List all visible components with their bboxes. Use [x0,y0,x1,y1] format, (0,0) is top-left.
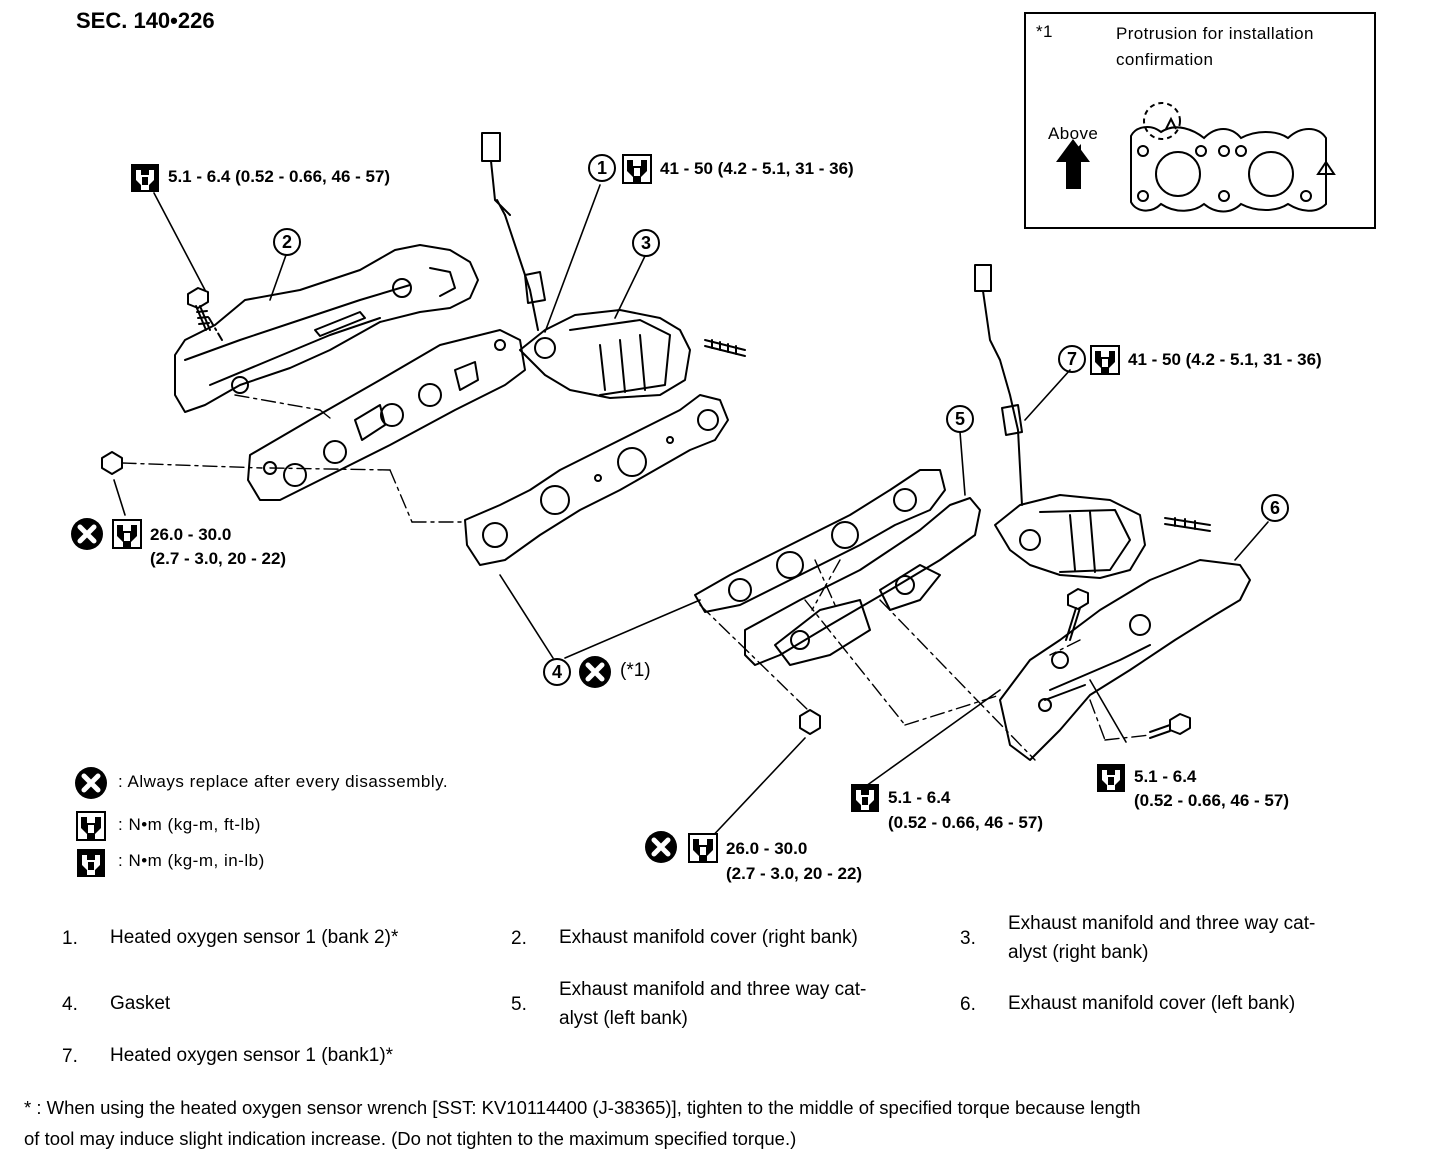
nut-left [799,709,821,735]
part-name: Heated oxygen sensor 1 (bank1)* [110,1045,394,1066]
torque-sensor-bank1: 41 - 50 (4.2 - 5.1, 31 - 36) [1128,350,1322,369]
torque-ftlb-icon [112,519,142,549]
torque-nut-right-line1: 26.0 - 30.0 [150,525,232,544]
bolt-cover-left-a [1065,588,1089,641]
callout-2: 2 [273,228,301,256]
torque-ftlb-icon [622,154,652,184]
footnote-line2: of tool may induce slight indication inc… [24,1128,797,1149]
inset-direction-label: Above [1048,124,1099,143]
part-number: 6. [960,994,976,1015]
callout-4: 4 [543,658,571,686]
callout-5: 5 [946,405,974,433]
gasket-right [464,394,729,566]
torque-cover-left-b-line1: 5.1 - 6.4 [1134,767,1197,786]
part-name: Exhaust manifold cover (right bank) [559,927,858,948]
oxygen-sensor-bank1 [974,264,1023,506]
part-number: 1. [62,928,78,949]
torque-nut-left-line1: 26.0 - 30.0 [726,839,808,858]
part-name: Exhaust manifold and three way cat- [559,979,867,1000]
footnote: * : When using the heated oxygen sensor … [24,1092,1444,1154]
part-number: 7. [62,1046,78,1067]
bolt-cover-right [187,287,223,341]
manifold-right [247,309,746,501]
part-name: Exhaust manifold cover (left bank) [1008,993,1296,1014]
part-name: Gasket [110,993,171,1014]
torque-ftlb-icon [76,811,106,841]
torque-cover-left-a-line1: 5.1 - 6.4 [888,788,951,807]
inset-caption-line1: Protrusion for installation [1116,24,1314,43]
part-name: Heated oxygen sensor 1 (bank 2)* [110,927,399,948]
callout-1: 1 [588,154,616,182]
part-number: 3. [960,928,976,949]
part-name-cont: alyst (right bank) [1008,942,1149,963]
part-name: Exhaust manifold and three way cat- [1008,913,1316,934]
inset-gasket-drawing [1056,102,1336,213]
manifold-left [744,494,1211,666]
gasket-left [694,469,946,613]
torque-cover-right: 5.1 - 6.4 (0.52 - 0.66, 46 - 57) [168,167,391,186]
torque-cover-left-b-line2: (0.52 - 0.66, 46 - 57) [1134,791,1289,810]
torque-nut-right-line2: (2.7 - 3.0, 20 - 22) [150,549,287,568]
replace-icon [71,518,103,550]
torque-sensor-bank2: 41 - 50 (4.2 - 5.1, 31 - 36) [660,159,854,178]
part-name-cont: alyst (left bank) [559,1008,688,1029]
callout-7: 7 [1058,345,1086,373]
gasket-note: (*1) [620,660,651,681]
replace-icon [645,831,677,863]
inset-detail: *1 Protrusion for installation confirmat… [1024,12,1376,229]
section-code: SEC. 140•226 [76,8,215,33]
torque-ftlb-icon [1090,345,1120,375]
torque-ftlb-icon [688,833,718,863]
part-number: 4. [62,994,78,1015]
manifold-cover-left [999,559,1251,761]
part-number: 2. [511,928,527,949]
replace-icon [75,767,107,799]
torque-inlb-icon [131,164,159,192]
callout-6: 6 [1261,494,1289,522]
part-number: 5. [511,994,527,1015]
inset-caption-line2: confirmation [1116,50,1214,69]
inset-ref: *1 [1036,22,1053,41]
torque-nut-left-line2: (2.7 - 3.0, 20 - 22) [726,864,863,883]
footnote-line1: * : When using the heated oxygen sensor … [24,1097,1141,1118]
oxygen-sensor-bank2 [481,132,546,331]
torque-inlb-icon [77,849,105,877]
legend-nm-ftlb: : N•m (kg-m, ft-lb) [118,815,261,834]
torque-cover-left-a-line2: (0.52 - 0.66, 46 - 57) [888,813,1043,832]
legend-nm-inlb: : N•m (kg-m, in-lb) [118,851,265,870]
torque-inlb-icon [851,784,879,812]
nut-right [101,451,123,475]
callout-3: 3 [632,229,660,257]
bolt-cover-left-b [1149,713,1191,739]
replace-icon [579,656,611,688]
manifold-cover-right [174,244,479,413]
torque-inlb-icon [1097,764,1125,792]
legend-replace: : Always replace after every disassembly… [118,772,449,791]
